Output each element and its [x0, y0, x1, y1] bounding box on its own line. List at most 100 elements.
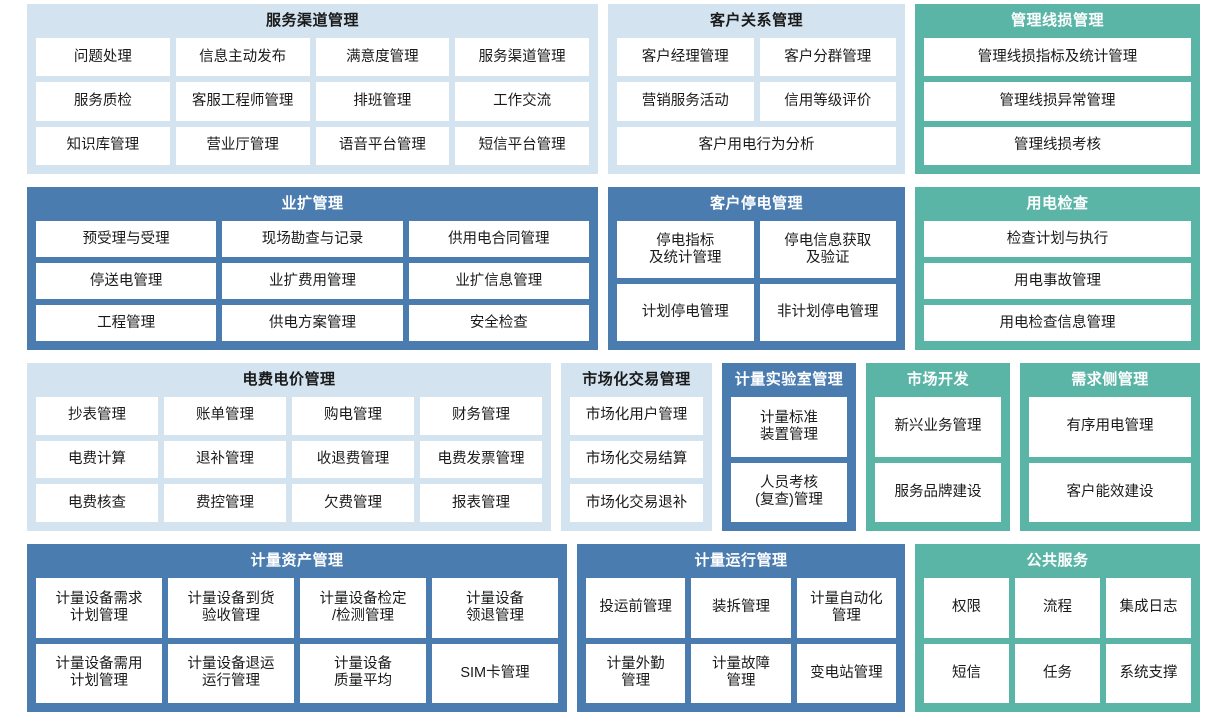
module-cell[interactable]: 停电信息获取 及验证	[759, 221, 896, 278]
module-cell[interactable]: 账单管理	[164, 397, 286, 435]
panel-electricity-fee-price-management: 电费电价管理抄表管理账单管理购电管理财务管理电费计算退补管理收退费管理电费发票管…	[27, 363, 551, 531]
module-cell[interactable]: 服务品牌建设	[875, 462, 1001, 522]
panel-grid-public-service: 权限流程集成日志短信任务系统支撑	[924, 578, 1191, 703]
module-cell[interactable]: 服务渠道管理	[455, 38, 589, 77]
module-cell[interactable]: 客服工程师管理	[175, 82, 310, 121]
module-cell[interactable]: 变电站管理	[796, 643, 896, 703]
panel-grid-demand-side-management: 有序用电管理客户能效建设	[1029, 397, 1191, 522]
module-cell[interactable]: 计量标准 装置管理	[731, 397, 847, 457]
panel-grid-metering-laboratory-management: 计量标准 装置管理人员考核 (复查)管理	[731, 397, 847, 522]
module-cell[interactable]: 管理线损指标及统计管理	[924, 38, 1191, 77]
module-cell[interactable]: 业扩费用管理	[222, 263, 403, 299]
module-cell[interactable]: 预受理与受理	[36, 221, 217, 257]
module-cell[interactable]: 现场勘查与记录	[222, 221, 403, 257]
module-cell[interactable]: 退补管理	[164, 440, 286, 479]
module-cell[interactable]: 计量设备需求 计划管理	[36, 578, 162, 638]
module-cell[interactable]: 任务	[1015, 643, 1100, 703]
module-cell[interactable]: 短信	[924, 643, 1009, 703]
module-cell[interactable]: 检查计划与执行	[924, 221, 1191, 257]
module-cell[interactable]: 用电检查信息管理	[924, 305, 1191, 341]
module-cell[interactable]: 客户经理管理	[617, 38, 754, 77]
module-cell[interactable]: 营业厅管理	[175, 126, 310, 165]
module-cell[interactable]: 安全检查	[408, 305, 589, 341]
module-cell[interactable]: 管理线损考核	[924, 126, 1191, 165]
module-cell[interactable]: 新兴业务管理	[875, 397, 1001, 457]
module-cell[interactable]: 工作交流	[455, 82, 589, 121]
module-cell[interactable]: 供用电合同管理	[408, 221, 589, 257]
module-cell[interactable]: 客户分群管理	[759, 38, 896, 77]
panel-grid-power-consumption-inspection: 检查计划与执行用电事故管理用电检查信息管理	[924, 221, 1191, 341]
module-cell[interactable]: 问题处理	[36, 38, 170, 77]
module-cell[interactable]: 排班管理	[315, 82, 450, 121]
module-cell[interactable]: 系统支撑	[1106, 643, 1191, 703]
module-cell[interactable]: 计量设备检定 /检测管理	[300, 578, 426, 638]
module-cell[interactable]: 人员考核 (复查)管理	[731, 462, 847, 522]
module-cell[interactable]: 抄表管理	[36, 397, 158, 435]
panel-demand-side-management: 需求侧管理有序用电管理客户能效建设	[1020, 363, 1200, 531]
panel-grid-electricity-fee-price-management: 抄表管理账单管理购电管理财务管理电费计算退补管理收退费管理电费发票管理电费核查费…	[36, 397, 542, 522]
panel-power-consumption-inspection: 用电检查检查计划与执行用电事故管理用电检查信息管理	[915, 187, 1200, 350]
panel-market-transaction-management: 市场化交易管理市场化用户管理市场化交易结算市场化交易退补	[561, 363, 712, 531]
module-cell[interactable]: 营销服务活动	[617, 82, 754, 121]
module-cell[interactable]: 供电方案管理	[222, 305, 403, 341]
module-cell[interactable]: 信用等级评价	[759, 82, 896, 121]
panel-title-service-channel-management: 服务渠道管理	[265, 12, 359, 29]
module-cell[interactable]: 计量自动化 管理	[796, 578, 896, 638]
module-cell[interactable]: 工程管理	[36, 305, 217, 341]
module-cell[interactable]: 电费核查	[36, 484, 158, 522]
module-cell[interactable]: 费控管理	[164, 484, 286, 522]
module-cell[interactable]: 计量外勤 管理	[586, 643, 686, 703]
panel-title-public-service: 公共服务	[1026, 552, 1089, 569]
module-cell[interactable]: 计划停电管理	[617, 284, 754, 341]
panel-grid-service-channel-management: 问题处理信息主动发布满意度管理服务渠道管理服务质检客服工程师管理排班管理工作交流…	[36, 38, 589, 165]
module-cell[interactable]: 计量设备退运 运行管理	[168, 643, 294, 703]
panel-row-4: 计量资产管理计量设备需求 计划管理计量设备到货 验收管理计量设备检定 /检测管理…	[27, 544, 1200, 712]
module-cell[interactable]: 市场化交易结算	[570, 440, 703, 479]
module-cell[interactable]: 客户能效建设	[1029, 462, 1191, 522]
panel-market-development: 市场开发新兴业务管理服务品牌建设	[866, 363, 1010, 531]
module-cell[interactable]: 满意度管理	[315, 38, 450, 77]
panel-row-1: 服务渠道管理问题处理信息主动发布满意度管理服务渠道管理服务质检客服工程师管理排班…	[27, 4, 1200, 174]
module-cell[interactable]: 流程	[1015, 578, 1100, 638]
module-cell[interactable]: 客户用电行为分析	[617, 126, 896, 165]
module-cell[interactable]: 计量设备 质量平均	[300, 643, 426, 703]
module-cell[interactable]: SIM卡管理	[432, 643, 558, 703]
module-cell[interactable]: 计量设备到货 验收管理	[168, 578, 294, 638]
module-cell[interactable]: 计量设备 领退管理	[432, 578, 558, 638]
module-cell[interactable]: 停送电管理	[36, 263, 217, 299]
panel-grid-metering-operation-management: 投运前管理装拆管理计量自动化 管理计量外勤 管理计量故障 管理变电站管理	[586, 578, 896, 703]
module-cell[interactable]: 电费发票管理	[420, 440, 542, 479]
module-cell[interactable]: 集成日志	[1106, 578, 1191, 638]
module-cell[interactable]: 购电管理	[292, 397, 414, 435]
panel-grid-market-development: 新兴业务管理服务品牌建设	[875, 397, 1001, 522]
module-cell[interactable]: 电费计算	[36, 440, 158, 479]
module-cell[interactable]: 装拆管理	[691, 578, 791, 638]
module-cell[interactable]: 用电事故管理	[924, 263, 1191, 299]
module-cell[interactable]: 信息主动发布	[175, 38, 310, 77]
module-cell[interactable]: 市场化用户管理	[570, 397, 703, 435]
module-cell[interactable]: 短信平台管理	[455, 126, 589, 165]
module-cell[interactable]: 知识库管理	[36, 126, 170, 165]
module-cell[interactable]: 市场化交易退补	[570, 484, 703, 522]
module-cell[interactable]: 报表管理	[420, 484, 542, 522]
module-cell[interactable]: 非计划停电管理	[759, 284, 896, 341]
module-cell[interactable]: 财务管理	[420, 397, 542, 435]
module-cell[interactable]: 计量故障 管理	[691, 643, 791, 703]
module-cell[interactable]: 收退费管理	[292, 440, 414, 479]
module-cell[interactable]: 语音平台管理	[315, 126, 450, 165]
module-cell[interactable]: 管理线损异常管理	[924, 82, 1191, 121]
module-cell[interactable]: 欠费管理	[292, 484, 414, 522]
module-cell[interactable]: 权限	[924, 578, 1009, 638]
module-cell[interactable]: 计量设备需用 计划管理	[36, 643, 162, 703]
module-cell[interactable]: 停电指标 及统计管理	[617, 221, 754, 278]
panel-row-3: 电费电价管理抄表管理账单管理购电管理财务管理电费计算退补管理收退费管理电费发票管…	[27, 363, 1200, 531]
panel-title-metering-asset-management: 计量资产管理	[250, 552, 344, 569]
module-cell[interactable]: 业扩信息管理	[408, 263, 589, 299]
panel-title-market-transaction-management: 市场化交易管理	[582, 371, 691, 388]
panel-row-2: 业扩管理预受理与受理现场勘查与记录供用电合同管理停送电管理业扩费用管理业扩信息管…	[27, 187, 1200, 350]
panel-business-expansion-management: 业扩管理预受理与受理现场勘查与记录供用电合同管理停送电管理业扩费用管理业扩信息管…	[27, 187, 598, 350]
module-cell[interactable]: 投运前管理	[586, 578, 686, 638]
module-cell[interactable]: 有序用电管理	[1029, 397, 1191, 457]
module-cell[interactable]: 服务质检	[36, 82, 170, 121]
